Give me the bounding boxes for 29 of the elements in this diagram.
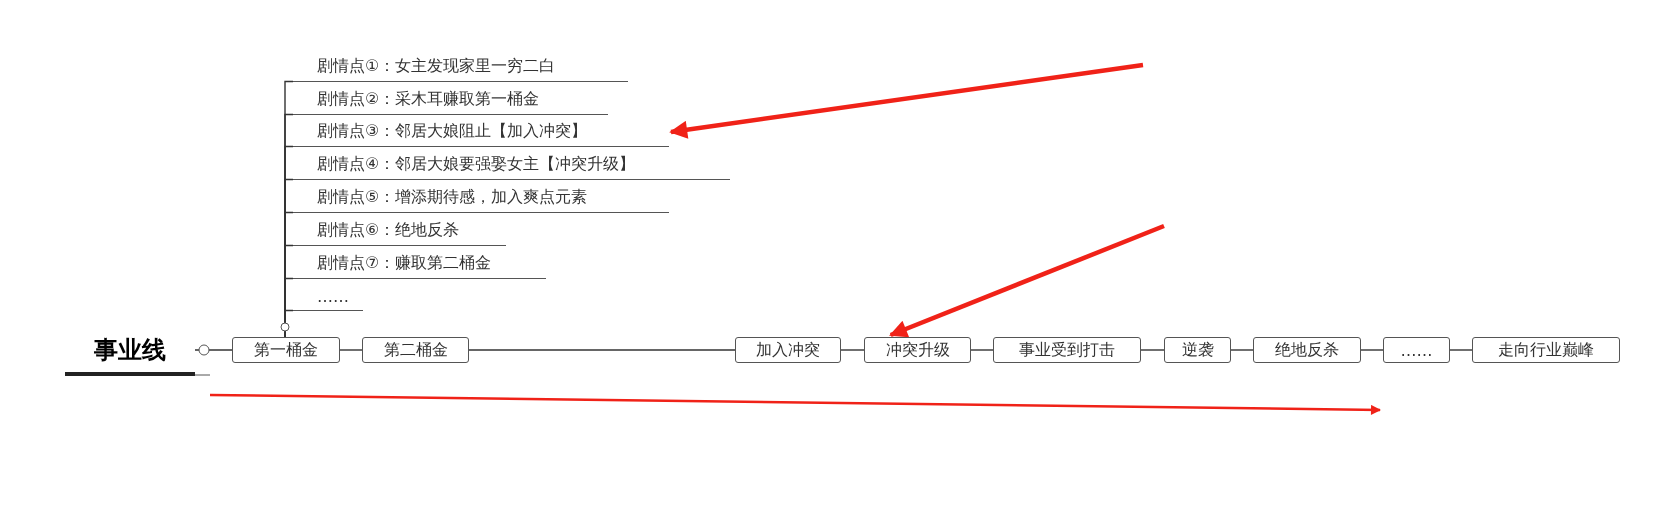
connector-line	[1140, 349, 1165, 351]
topic-box: 加入冲突	[735, 337, 841, 363]
connector-line	[194, 349, 233, 351]
connector-line	[840, 349, 865, 351]
connector-line	[1230, 349, 1254, 351]
connector-line	[970, 349, 994, 351]
subtopic-text: 剧情点④：邻居大娘要强娶女主【冲突升级】	[293, 150, 730, 180]
subtopic-text: 剧情点③：邻居大娘阻止【加入冲突】	[293, 117, 669, 147]
subtopic-text: ……	[293, 281, 363, 311]
pointer-arrow	[889, 223, 1165, 338]
subtopic-text: 剧情点①：女主发现家里一穷二白	[293, 52, 628, 82]
subtopic-text: 剧情点②：采木耳赚取第一桶金	[293, 85, 608, 115]
connector-line	[468, 349, 736, 351]
pointer-arrow	[669, 62, 1144, 139]
subtopic-text: 剧情点⑦：赚取第二桶金	[293, 249, 546, 279]
connector-line	[1449, 349, 1473, 351]
mind-map-root-topic: 事业线	[65, 328, 195, 376]
topic-box: 冲突升级	[864, 337, 971, 363]
topic-box: 逆袭	[1164, 337, 1231, 363]
topic-box: 走向行业巅峰	[1472, 337, 1620, 363]
subtopic-text: 剧情点⑥：绝地反杀	[293, 216, 506, 246]
connector-line	[339, 349, 363, 351]
topic-box: 第二桶金	[362, 337, 469, 363]
subtopic-text: 剧情点⑤：增添期待感，加入爽点元素	[293, 183, 669, 213]
topic-box: 事业受到打击	[993, 337, 1141, 363]
topic-box: 绝地反杀	[1253, 337, 1361, 363]
topic-box: ……	[1383, 337, 1450, 363]
connector-line	[1360, 349, 1384, 351]
topic-box: 第一桶金	[232, 337, 340, 363]
